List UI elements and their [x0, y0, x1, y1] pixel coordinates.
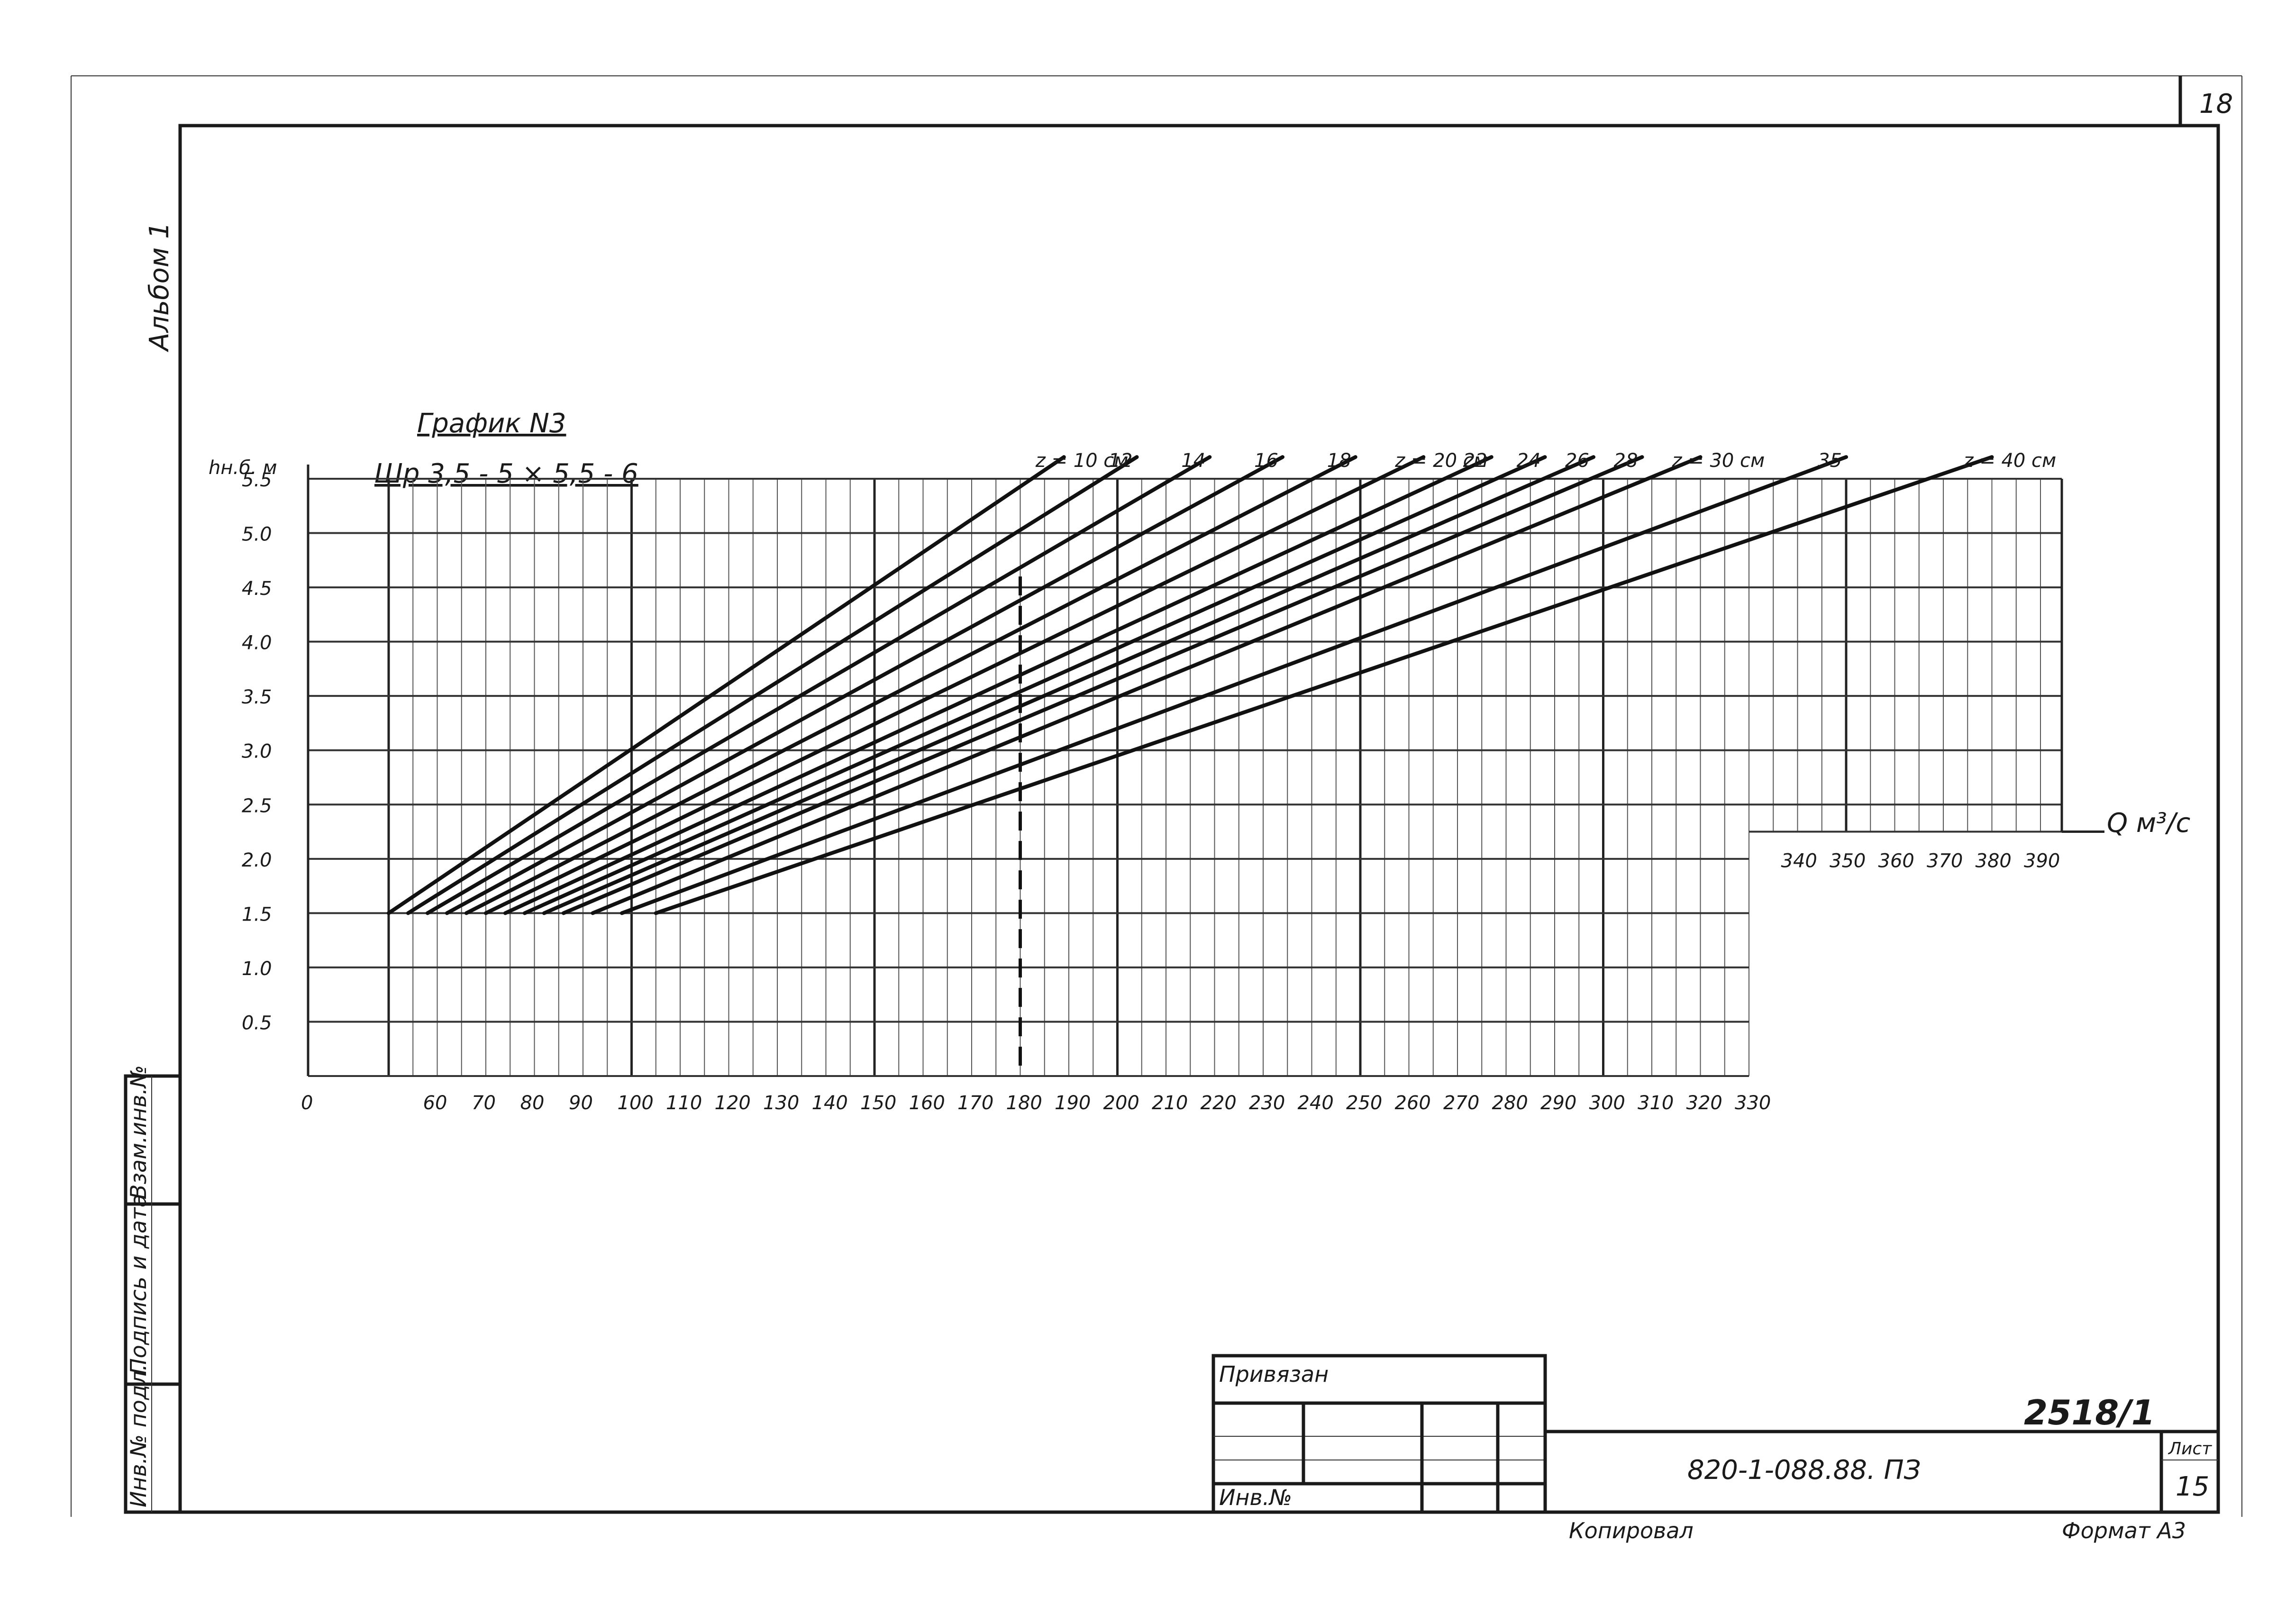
- side-stamp-frame: [124, 1074, 182, 1514]
- series-label: 35: [1818, 450, 1842, 472]
- chart: График N3 Шр 3,5 - 5 × 5,5 - 6 hн.б. м Q…: [209, 408, 2190, 1114]
- y-tick-label: 1.0: [242, 958, 272, 980]
- series-curve: [387, 455, 1066, 915]
- x-tick-label: 90: [569, 1092, 593, 1114]
- x-tick-label: 60: [423, 1092, 447, 1114]
- x-tick-label: 220: [1201, 1092, 1237, 1114]
- curves: [387, 455, 1994, 1067]
- x-tick-label: 370: [1927, 850, 1963, 872]
- x-tick-label: 130: [763, 1092, 799, 1114]
- designation-frame: [1543, 1430, 2220, 1514]
- x-tick-label: 140: [812, 1092, 848, 1114]
- series-curve: [464, 455, 1357, 915]
- series-label: 24: [1517, 450, 1541, 472]
- y-tick-label: 1.5: [242, 903, 272, 925]
- x-tick-label: 360: [1878, 850, 1914, 872]
- series-label: 28: [1614, 450, 1638, 472]
- x-tick-label: 0: [301, 1092, 313, 1114]
- format-label: Формат А3: [2062, 1518, 2186, 1543]
- x-tick-label: 340: [1781, 850, 1817, 872]
- copied-label: Копировал: [1569, 1518, 1694, 1543]
- series-curve: [426, 455, 1212, 915]
- x-tick-label: 200: [1103, 1092, 1139, 1114]
- top-right-number: 18: [2199, 89, 2233, 119]
- x-tick-label: 290: [1540, 1092, 1576, 1114]
- y-axis-label: hн.б. м: [209, 457, 277, 479]
- series-curve: [654, 455, 1994, 915]
- x-tick-label: 150: [860, 1092, 896, 1114]
- sheet-number: 15: [2176, 1471, 2209, 1502]
- x-tick-label: 270: [1443, 1092, 1479, 1114]
- chart-title: График N3: [417, 408, 566, 439]
- series-label: 22: [1463, 450, 1487, 472]
- x-tick-label: 80: [520, 1092, 545, 1114]
- y-tick-label: 5.5: [242, 469, 272, 491]
- series-curve: [542, 455, 1595, 915]
- x-tick-label: 240: [1298, 1092, 1334, 1114]
- x-tick-label: 190: [1055, 1092, 1091, 1114]
- x-axis-label: Q м³/с: [2107, 808, 2190, 839]
- series-label: 16: [1254, 450, 1278, 472]
- series-label: 12: [1109, 450, 1133, 472]
- series-label: z = 30 см: [1672, 450, 1765, 472]
- y-tick-label: 3.5: [242, 686, 272, 708]
- side-stamp: Инв.№ подл. Подпись и дата Взам.инв.№: [124, 1065, 182, 1514]
- y-tick-label: 2.0: [242, 849, 272, 871]
- attached-label: Привязан: [1219, 1361, 1329, 1387]
- x-tick-label: 70: [472, 1092, 496, 1114]
- y-tick-label: 4.5: [242, 578, 272, 600]
- series-label: 18: [1327, 450, 1351, 472]
- x-tick-label: 170: [957, 1092, 993, 1114]
- x-tick-label: 100: [618, 1092, 654, 1114]
- designation: 820-1-088.88. ПЗ: [1687, 1455, 1921, 1486]
- y-tick-label: 4.0: [242, 632, 272, 654]
- handwritten-code: 2518/1: [2024, 1393, 2155, 1432]
- series-curve: [523, 455, 1547, 915]
- y-tick-label: 0.5: [242, 1012, 272, 1034]
- y-tick-label: 2.5: [242, 795, 272, 817]
- x-tick-label: 280: [1492, 1092, 1528, 1114]
- x-tick-label: 210: [1152, 1092, 1188, 1114]
- y-tick-label: 5.0: [242, 524, 272, 546]
- x-tick-label: 320: [1686, 1092, 1722, 1114]
- x-tick-label: 120: [715, 1092, 751, 1114]
- x-tick-label: 330: [1735, 1092, 1771, 1114]
- side-stamp-inv: Инв.№ подл.: [126, 1364, 151, 1507]
- x-tick-label: 350: [1830, 850, 1866, 872]
- side-stamp-replace: Взам.инв.№: [126, 1065, 151, 1199]
- y-tick-label: 3.0: [242, 741, 272, 763]
- series-curve: [562, 455, 1644, 915]
- series-curve: [406, 455, 1139, 915]
- inv-label: Инв.№: [1219, 1485, 1292, 1510]
- x-tick-label: 310: [1638, 1092, 1674, 1114]
- album-label: Альбом 1: [144, 222, 175, 352]
- series-label: 26: [1565, 450, 1589, 472]
- series-label: 14: [1181, 450, 1205, 472]
- grid: [307, 465, 2104, 1077]
- series-curve: [620, 455, 1848, 915]
- x-tick-label: 250: [1346, 1092, 1382, 1114]
- sheet-label: Лист: [2168, 1439, 2212, 1459]
- series-curve: [445, 455, 1284, 915]
- series-label: z = 10 см: [1035, 450, 1129, 472]
- series-curve: [591, 455, 1703, 915]
- series-label: z = 40 см: [1963, 450, 2057, 472]
- side-stamp-signature: Подпись и дата: [126, 1194, 151, 1375]
- series-curve: [484, 455, 1426, 915]
- x-tick-label: 390: [2024, 850, 2060, 872]
- x-tick-label: 260: [1395, 1092, 1431, 1114]
- inner-frame: [178, 124, 2220, 1514]
- x-tick-label: 110: [666, 1092, 702, 1114]
- chart-subtitle: Шр 3,5 - 5 × 5,5 - 6: [374, 458, 638, 489]
- title-block: Привязан Инв.№ 820-1-088.88. ПЗ 2518/1 Л…: [1211, 1354, 2220, 1543]
- series-label: z = 20 см: [1394, 450, 1488, 472]
- x-tick-label: 160: [909, 1092, 945, 1114]
- x-tick-label: 300: [1589, 1092, 1625, 1114]
- x-tick-label: 180: [1006, 1092, 1042, 1114]
- series-curve: [503, 455, 1494, 915]
- x-tick-label: 230: [1249, 1092, 1285, 1114]
- x-tick-label: 380: [1976, 850, 2012, 872]
